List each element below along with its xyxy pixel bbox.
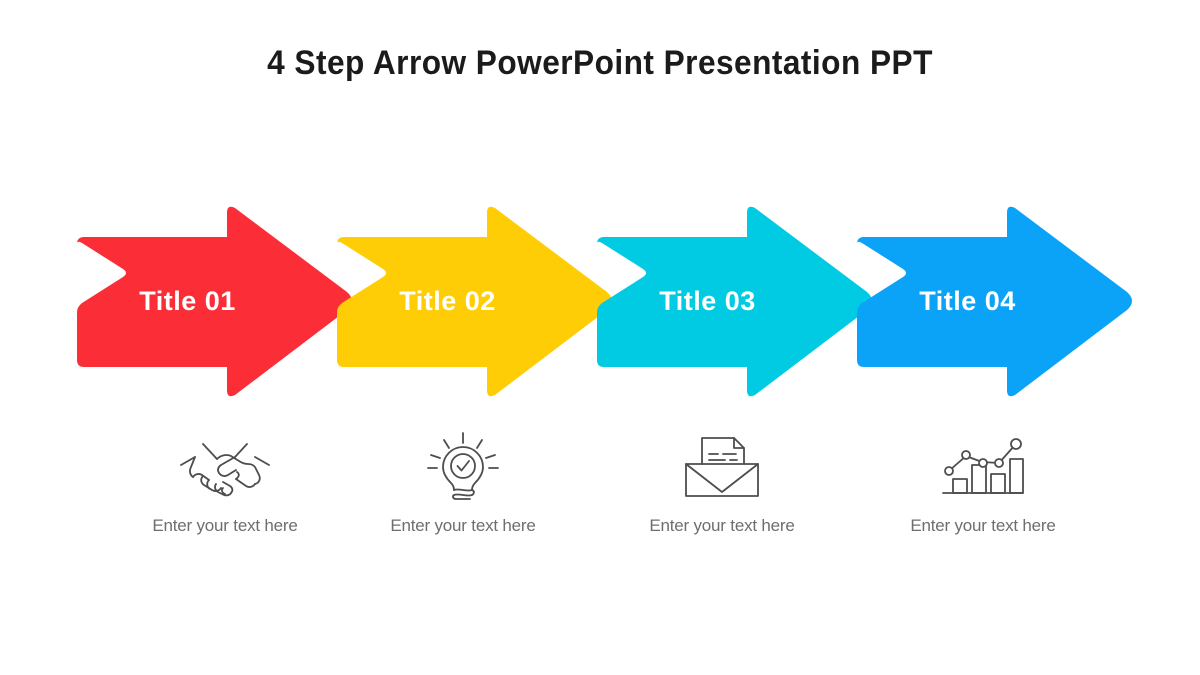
footer-item-1: Enter your text here [95, 430, 355, 560]
footer-item-3: Enter your text here [592, 430, 852, 560]
lightbulb-check-icon [333, 430, 593, 502]
icon-caption-row: Enter your text here [0, 430, 1200, 560]
arrow-shape-4 [857, 206, 1132, 397]
arrow-step-4[interactable]: Title 04 [845, 200, 1155, 405]
arrow-shape-1 [77, 206, 352, 397]
footer-caption-1: Enter your text here [152, 516, 298, 535]
arrow-shape-2 [337, 206, 612, 397]
footer-caption-3: Enter your text here [649, 516, 795, 535]
arrow-process-row: Title 01 Title 02 Title 03 Title 04 [0, 200, 1200, 410]
page-title: 4 Step Arrow PowerPoint Presentation PPT [267, 44, 933, 82]
handshake-icon [95, 430, 355, 502]
footer-item-4: Enter your text here [853, 430, 1113, 560]
growth-bar-chart-icon [853, 430, 1113, 502]
footer-caption-2: Enter your text here [390, 516, 536, 535]
arrow-shape-3 [597, 206, 872, 397]
footer-item-2: Enter your text here [333, 430, 593, 560]
footer-caption-4: Enter your text here [910, 516, 1056, 535]
open-envelope-letter-icon [592, 430, 852, 502]
